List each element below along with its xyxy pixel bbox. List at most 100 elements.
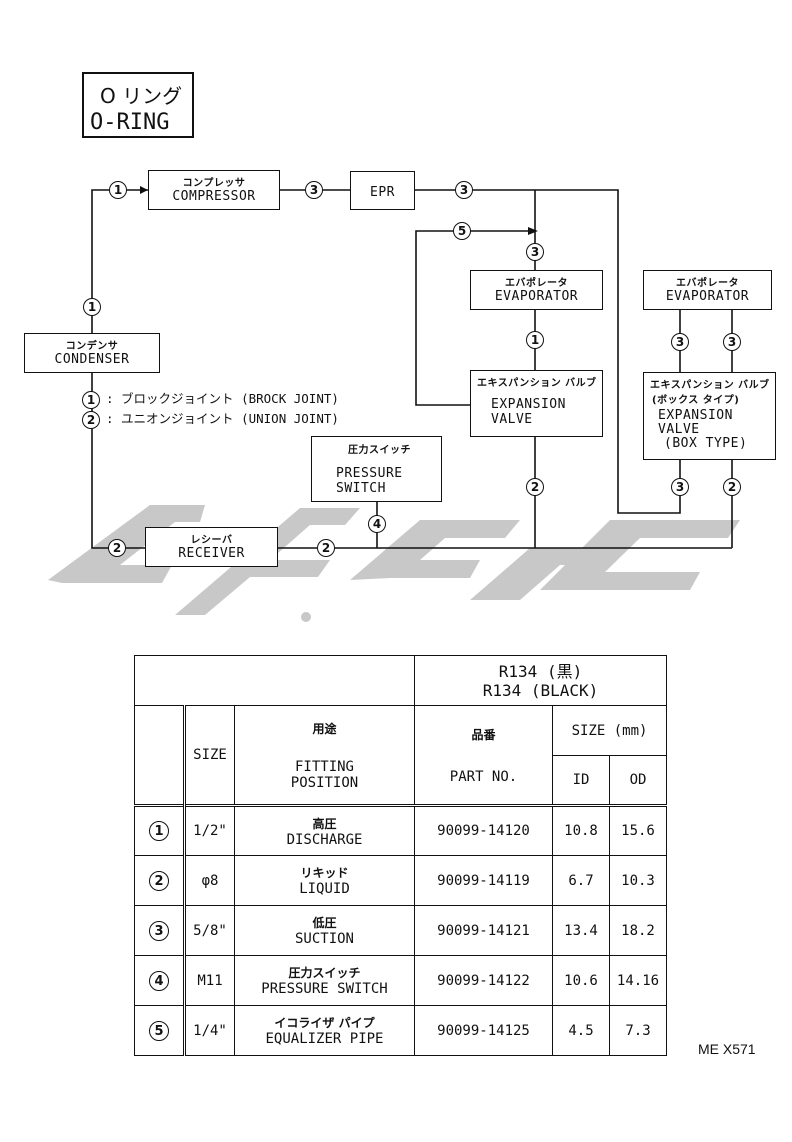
marker-2: 2: [108, 539, 126, 557]
pressure-switch-box: 圧力スイッチ PRESSURE SWITCH: [311, 436, 442, 502]
condenser-label-en: CONDENSER: [54, 352, 130, 367]
box-valve-label-jp2: (ボックス タイプ): [652, 395, 740, 406]
expansion-valve-label-jp: エキスパンション バルブ: [477, 378, 597, 389]
row-part: 90099-14119: [414, 855, 553, 906]
pressure-switch-label-en1: PRESSURE: [336, 466, 403, 481]
marker-3: 3: [671, 333, 689, 351]
row-od: 7.3: [609, 1005, 667, 1056]
row-od: 18.2: [609, 905, 667, 956]
row-num: 4: [149, 970, 169, 991]
expansion-valve-box-type: エキスパンション バルブ (ボックス タイプ) EXPANSION VALVE …: [643, 372, 776, 460]
part-label-en: PART NO.: [449, 768, 518, 785]
table-header-r134: R134 (黒) R134 (BLACK): [414, 655, 667, 706]
row-fitting-jp: 低圧: [312, 916, 337, 930]
fitting-label-en2: POSITION: [290, 774, 359, 791]
row-od: 15.6: [609, 805, 667, 856]
marker-1: 1: [526, 331, 544, 349]
expansion-valve-label-en1: EXPANSION: [491, 397, 566, 412]
box-valve-label-en3: (BOX TYPE): [664, 436, 748, 451]
row-id: 6.7: [552, 855, 610, 906]
r134-label-jp: R134 (黒): [498, 661, 583, 681]
parts-table: R134 (黒) R134 (BLACK) SIZE 用途 FITTING PO…: [134, 655, 667, 1056]
row-size: 1/4": [183, 1005, 235, 1056]
condenser-box: コンデンサ CONDENSER: [24, 333, 160, 373]
compressor-box: コンプレッサ COMPRESSOR: [148, 170, 280, 210]
row-num-cell: 5: [134, 1005, 185, 1056]
marker-5: 5: [453, 222, 471, 240]
row-fitting-en: PRESSURE SWITCH: [261, 981, 388, 997]
row-part: 90099-14121: [414, 905, 553, 956]
row-num-cell: 2: [134, 855, 185, 906]
r134-label-en: R134 (BLACK): [482, 680, 599, 700]
row-part: 90099-14122: [414, 955, 553, 1006]
marker-1: 1: [83, 298, 101, 316]
legend-union-joint: 2 : ユニオンジョイント (UNION JOINT): [82, 408, 339, 429]
row-part: 90099-14120: [414, 805, 553, 856]
row-fitting-en: EQUALIZER PIPE: [265, 1031, 384, 1047]
pressure-switch-label-jp: 圧力スイッチ: [348, 445, 411, 456]
legend-block-joint: 1 : ブロックジョイント (BROCK JOINT): [82, 388, 339, 409]
expansion-valve-label-en2: VALVE: [491, 412, 533, 427]
part-label-jp: 品番: [471, 727, 496, 742]
row-size: φ8: [183, 855, 235, 906]
row-fitting-en: LIQUID: [299, 881, 350, 897]
row-size: 5/8": [183, 905, 235, 956]
receiver-box: レシーバ RECEIVER: [145, 527, 278, 567]
row-fitting-en: DISCHARGE: [286, 831, 363, 848]
reference-code: ME X571: [698, 1041, 756, 1057]
epr-box: EPR: [350, 171, 415, 210]
row-size: M11: [183, 955, 235, 1006]
evaporator-box: エバポレータ EVAPORATOR: [470, 270, 603, 310]
fitting-label-jp: 用途: [312, 721, 337, 736]
row-id: 4.5: [552, 1005, 610, 1056]
marker-3: 3: [671, 478, 689, 496]
expansion-valve-box: エキスパンション バルブ EXPANSION VALVE: [470, 370, 603, 437]
row-fitting-en: SUCTION: [294, 931, 354, 947]
row-part: 90099-14125: [414, 1005, 553, 1056]
condenser-label-jp: コンデンサ: [65, 341, 119, 352]
row-num: 2: [149, 870, 169, 891]
row-fitting-jp: リキッド: [300, 866, 349, 880]
legend-text-1: : ブロックジョイント (BROCK JOINT): [106, 391, 339, 406]
marker-2: 2: [723, 478, 741, 496]
marker-3: 3: [455, 181, 473, 199]
epr-label: EPR: [370, 185, 395, 200]
box-valve-label-en1: EXPANSION: [658, 408, 733, 423]
row-num-cell: 3: [134, 905, 185, 956]
row-id: 13.4: [552, 905, 610, 956]
row-num-cell: 4: [134, 955, 185, 1006]
o-ring-title-box: O リング O-RING: [82, 72, 194, 138]
legend-text-2: : ユニオンジョイント (UNION JOINT): [106, 411, 339, 426]
marker-4: 4: [368, 515, 386, 533]
evaporator2-label-en: EVAPORATOR: [665, 289, 750, 304]
marker-3: 3: [723, 333, 741, 351]
table-header-part: 品番 PART NO.: [414, 705, 553, 806]
row-fitting-jp: 圧力スイッチ: [288, 966, 361, 980]
row-num-cell: 1: [134, 805, 185, 856]
title-en: O-RING: [90, 110, 170, 135]
marker-2: 2: [317, 539, 335, 557]
pressure-switch-label-en2: SWITCH: [336, 481, 386, 496]
evaporator2-label-jp: エバポレータ: [676, 278, 739, 289]
legend-marker-2: 2: [82, 410, 100, 429]
row-fitting-jp: イコライザ パイプ: [274, 1016, 375, 1030]
row-id: 10.6: [552, 955, 610, 1006]
table-header-od: OD: [609, 755, 667, 806]
evaporator-box-type: エバポレータ EVAPORATOR: [643, 270, 772, 310]
evaporator-label-en: EVAPORATOR: [494, 289, 579, 304]
row-id: 10.8: [552, 805, 610, 856]
legend-marker-1: 1: [82, 390, 100, 409]
marker-2: 2: [526, 478, 544, 496]
receiver-label-en: RECEIVER: [178, 546, 245, 561]
fitting-label-en1: FITTING: [294, 758, 354, 775]
row-size: 1/2": [183, 805, 235, 856]
box-valve-label-en2: VALVE: [658, 422, 700, 437]
